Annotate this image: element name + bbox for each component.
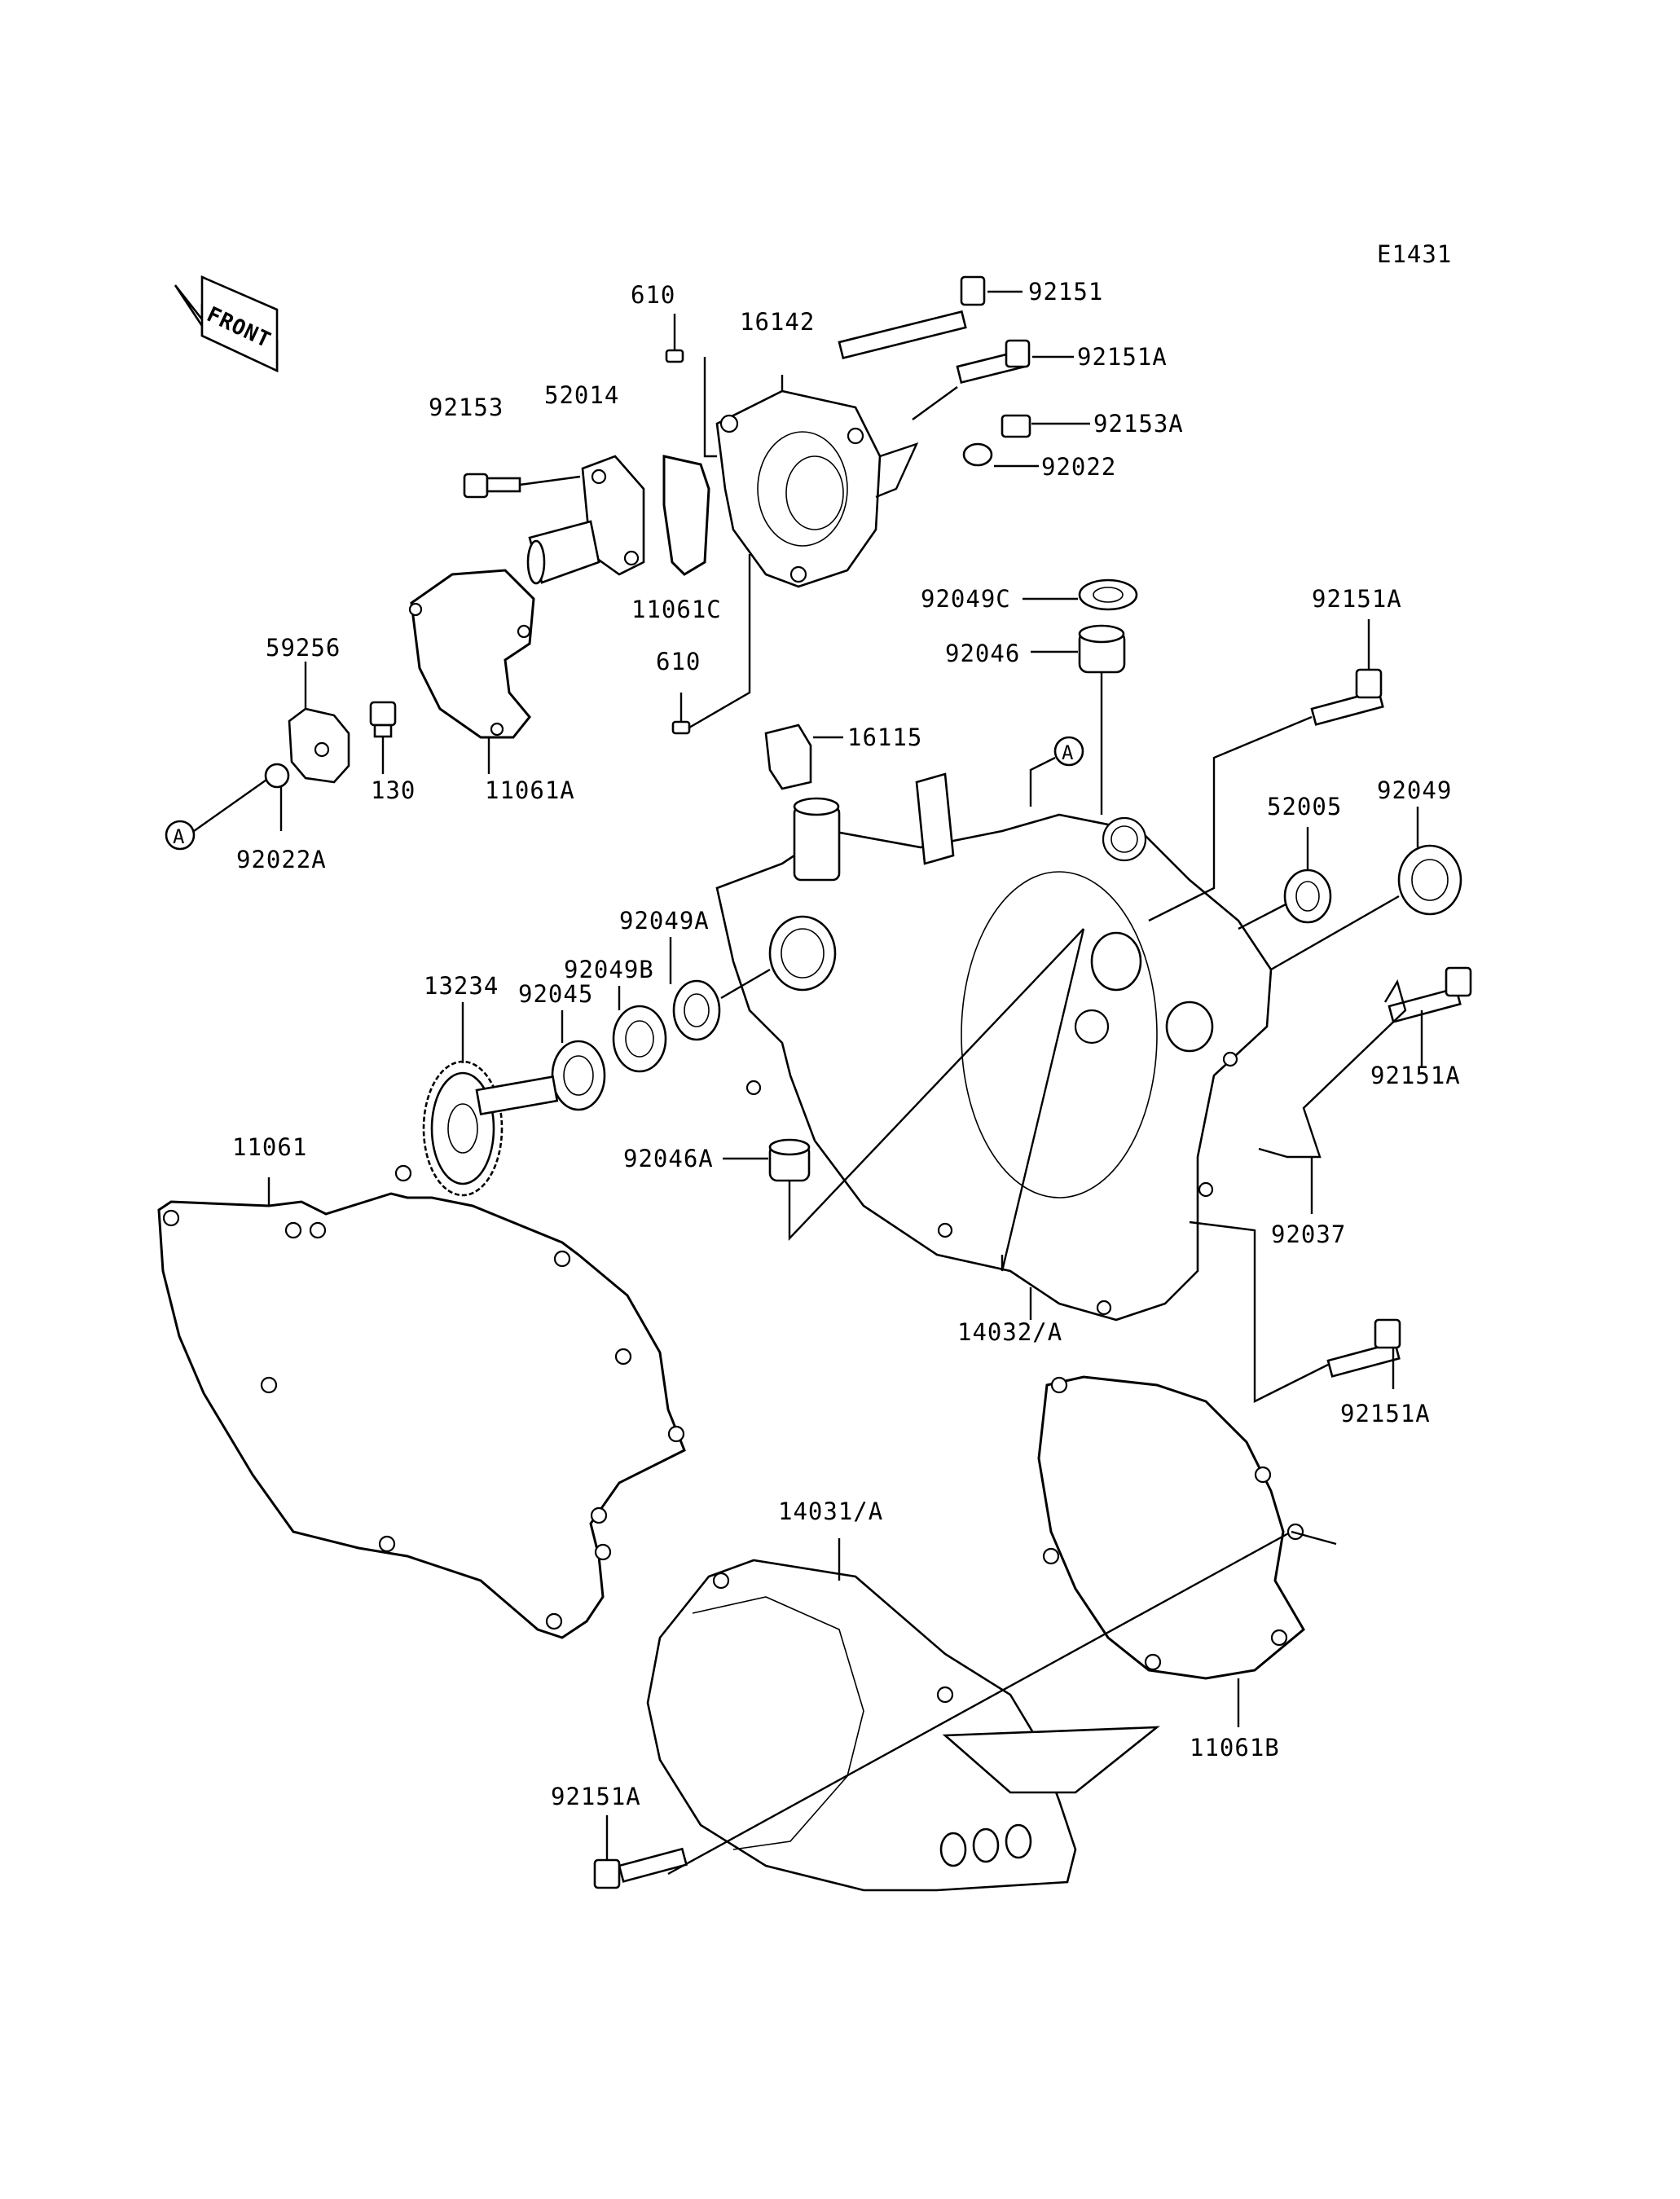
gasket-11061 <box>157 1192 686 1639</box>
label-52005: 52005 <box>1267 793 1342 820</box>
label-92037: 92037 <box>1271 1220 1346 1248</box>
seal-92049a <box>672 979 721 1041</box>
bolt-130 <box>369 701 397 738</box>
label-11061c: 11061C <box>631 596 722 623</box>
label-13234: 13234 <box>424 972 499 1000</box>
label-16142: 16142 <box>740 308 815 336</box>
diagram-id: E1431 <box>1377 240 1452 268</box>
label-92022: 92022 <box>1041 453 1116 481</box>
bolt-92153a <box>1001 414 1031 438</box>
label-92049b: 92049B <box>564 956 654 983</box>
seal-92049b <box>612 1005 667 1073</box>
front-arrow-icon: FRONT <box>174 275 279 373</box>
gasket-11061a <box>410 569 535 739</box>
bolt-92151 <box>838 275 986 359</box>
label-11061b: 11061B <box>1190 1734 1280 1761</box>
label-130: 130 <box>371 776 416 804</box>
bolt-92151a-lower-right <box>1326 1318 1401 1378</box>
right-crankcase-cover <box>715 772 1273 1322</box>
bolt-92151a-lower-left <box>593 1847 688 1889</box>
label-92049a: 92049A <box>619 907 710 935</box>
ref-marker-a-right: A <box>1053 736 1084 767</box>
bearing-52005 <box>1283 869 1332 924</box>
svg-text:A: A <box>1062 741 1074 764</box>
label-11061a: 11061A <box>485 776 575 804</box>
pin-610-bot <box>671 720 691 735</box>
seal-92049c <box>1078 578 1138 611</box>
label-610-bot: 610 <box>656 648 701 675</box>
washer-92022a <box>264 763 290 789</box>
label-92046: 92046 <box>945 640 1020 667</box>
label-92022a: 92022A <box>236 846 327 873</box>
pipe-fitting-52014 <box>526 455 645 585</box>
gear-13234 <box>422 1060 559 1197</box>
water-pump-cover <box>715 389 882 588</box>
label-92153a: 92153A <box>1093 410 1184 438</box>
bolt-92151a-top <box>956 339 1031 384</box>
label-92151a-3: 92151A <box>1370 1062 1461 1089</box>
svg-text:A: A <box>173 825 185 848</box>
label-92151a-4: 92151A <box>1340 1400 1431 1427</box>
bolt-92153 <box>463 473 521 499</box>
label-92045: 92045 <box>518 980 593 1008</box>
label-92046a: 92046A <box>623 1145 714 1172</box>
label-92151a-5: 92151A <box>551 1783 641 1810</box>
label-610-top: 610 <box>631 281 675 309</box>
plug-16115 <box>764 723 812 790</box>
label-14032a: 14032/A <box>957 1318 1062 1346</box>
label-92049: 92049 <box>1377 776 1452 804</box>
seal-92049 <box>1397 844 1462 916</box>
label-16115: 16115 <box>847 723 922 751</box>
bolt-92151a-right-mid <box>1388 966 1472 1023</box>
bolt-92151a-right <box>1310 668 1384 726</box>
gasket-11061c <box>662 455 710 576</box>
label-14031a: 14031/A <box>778 1498 883 1525</box>
ref-marker-a-left: A <box>165 820 196 851</box>
wire-92037 <box>1258 979 1407 1159</box>
gasket-11061b <box>1037 1375 1305 1680</box>
label-59256: 59256 <box>266 634 341 662</box>
washer-92022 <box>962 442 993 467</box>
left-generator-cover <box>646 1559 1160 1892</box>
label-92153: 92153 <box>429 394 504 421</box>
label-92151: 92151 <box>1028 278 1103 306</box>
pin-610-top <box>665 349 684 363</box>
label-11061: 11061 <box>232 1133 307 1161</box>
label-92151a-top: 92151A <box>1077 343 1168 371</box>
bearing-92045 <box>551 1040 606 1111</box>
impeller-59256 <box>288 707 350 784</box>
label-92049c: 92049C <box>921 585 1011 613</box>
label-92151a-2: 92151A <box>1312 585 1402 613</box>
label-52014: 52014 <box>544 381 619 409</box>
